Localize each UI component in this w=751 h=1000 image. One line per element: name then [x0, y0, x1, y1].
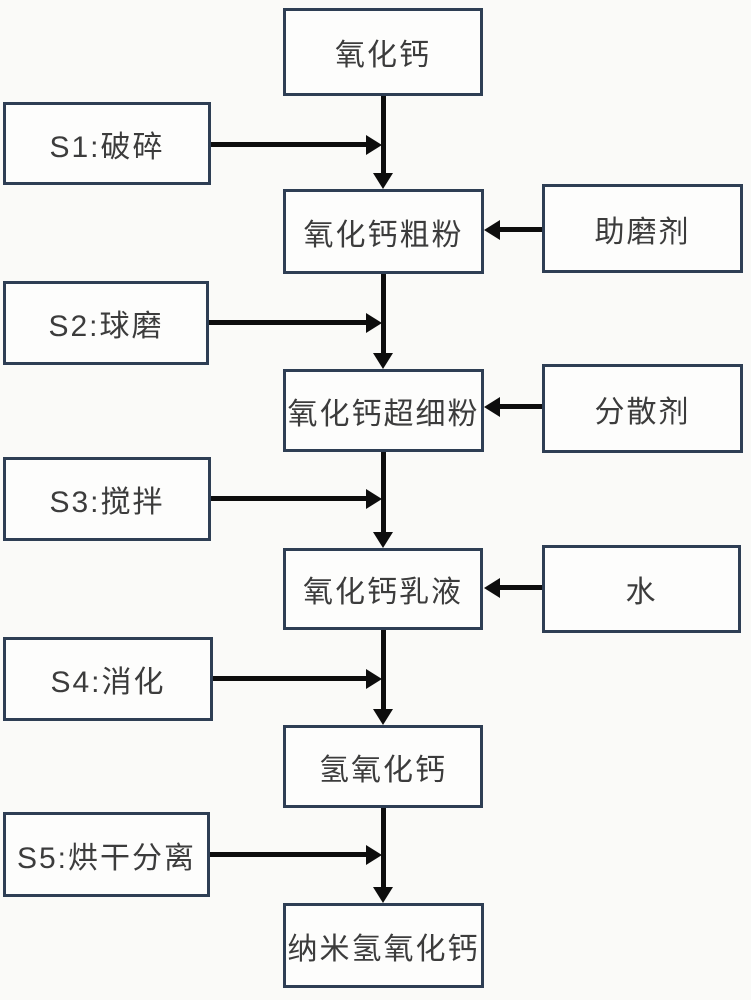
arrow-right-icon: [366, 845, 382, 865]
arrow-down-icon: [373, 887, 393, 903]
node-ultrafine-powder-label: 氧化钙超细粉: [287, 397, 480, 431]
node-calcium-hydroxide-label: 氢氧化钙: [319, 753, 447, 787]
connector-coarse-to-ultrafine-line: [381, 273, 386, 355]
node-step-s4: S4:消化: [3, 637, 213, 721]
node-step-s5: S5:烘干分离: [3, 812, 210, 897]
node-step-s1: S1:破碎: [3, 102, 211, 185]
node-step-s2: S2:球磨: [3, 281, 209, 365]
node-emulsion: 氧化钙乳液: [283, 548, 483, 630]
node-grinding-aid-label: 助磨剂: [594, 215, 691, 249]
node-step-s5-label: S5:烘干分离: [16, 841, 197, 875]
connector-s1-line: [210, 142, 367, 147]
connector-emulsion-to-hydroxide-line: [381, 629, 386, 711]
connector-grinding-aid-line: [499, 227, 543, 232]
connector-s5-line: [209, 852, 367, 857]
node-water: 水: [542, 545, 741, 633]
arrow-right-icon: [366, 313, 382, 333]
connector-s2-line: [208, 320, 367, 325]
arrow-down-icon: [373, 532, 393, 548]
connector-water-line: [499, 585, 543, 590]
arrow-left-icon: [484, 397, 500, 417]
connector-ultrafine-to-emulsion-line: [381, 451, 386, 534]
connector-hydroxide-to-nano-line: [381, 807, 386, 889]
node-step-s3: S3:搅拌: [3, 457, 211, 541]
arrow-right-icon: [366, 489, 382, 509]
node-grinding-aid: 助磨剂: [542, 184, 743, 273]
node-nano-hydroxide-label: 纳米氢氧化钙: [287, 932, 480, 966]
node-step-s3-label: S3:搅拌: [49, 486, 165, 519]
arrow-right-icon: [366, 669, 382, 689]
node-nano-hydroxide: 纳米氢氧化钙: [283, 903, 484, 988]
node-dispersant: 分散剂: [542, 364, 743, 453]
node-step-s4-label: S4:消化: [50, 666, 166, 699]
node-emulsion-label: 氧化钙乳液: [303, 576, 463, 609]
node-coarse-powder: 氧化钙粗粉: [283, 189, 484, 274]
arrow-left-icon: [484, 578, 500, 598]
arrow-left-icon: [484, 220, 500, 240]
node-coarse-powder-label: 氧化钙粗粉: [303, 218, 464, 252]
node-step-s2-label: S2:球磨: [48, 310, 164, 343]
connector-start-to-coarse-line: [381, 95, 386, 175]
node-calcium-oxide: 氧化钙: [283, 8, 483, 96]
arrow-down-icon: [373, 173, 393, 189]
node-step-s1-label: S1:破碎: [49, 130, 165, 164]
connector-s3-line: [210, 496, 367, 501]
arrow-down-icon: [373, 709, 393, 725]
connector-s4-line: [212, 676, 367, 681]
arrow-down-icon: [373, 353, 393, 369]
node-water-label: 水: [625, 576, 658, 609]
node-calcium-hydroxide: 氢氧化钙: [283, 725, 483, 808]
connector-dispersant-line: [499, 404, 543, 409]
node-ultrafine-powder: 氧化钙超细粉: [283, 369, 484, 452]
node-calcium-oxide-label: 氧化钙: [335, 39, 431, 72]
node-dispersant-label: 分散剂: [594, 395, 691, 429]
arrow-right-icon: [366, 135, 382, 155]
